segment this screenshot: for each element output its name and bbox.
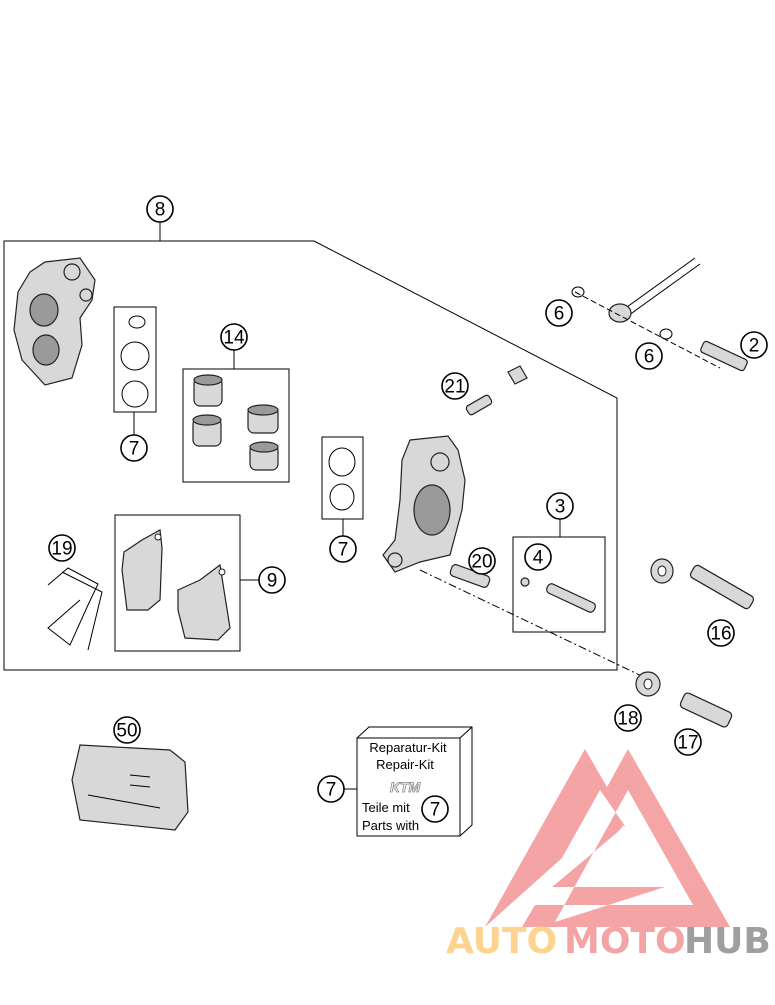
callout-6-lower: 6 (635, 342, 663, 370)
grease-pack (71, 744, 189, 831)
svg-text:18: 18 (617, 709, 638, 730)
svg-text:19: 19 (51, 539, 72, 560)
repair-kit-box: Reparatur-Kit Repair-Kit KTM Teile mit P… (344, 726, 473, 837)
svg-text:4: 4 (533, 548, 544, 569)
watermark-moto: MOTO (564, 921, 686, 962)
watermark-triangle-icon (485, 749, 730, 927)
callout-4: 4 (524, 543, 552, 571)
callout-7-left: 7 (120, 434, 148, 462)
svg-text:2: 2 (749, 336, 760, 357)
svg-text:8: 8 (155, 200, 166, 221)
callout-20: 20 (468, 547, 496, 575)
callout-7-kit: 7 (317, 775, 345, 803)
pad-pin (520, 577, 596, 613)
svg-text:7: 7 (338, 540, 349, 561)
pad-spring (47, 567, 103, 651)
svg-text:6: 6 (554, 304, 565, 325)
svg-text:21: 21 (444, 377, 465, 398)
svg-text:7: 7 (430, 800, 441, 821)
brake-caliper-left (13, 257, 96, 386)
bleeder-valve (465, 365, 528, 416)
brake-pads (121, 529, 231, 641)
pistons (192, 374, 279, 471)
callout-9: 9 (258, 566, 286, 594)
kit-label-de: Reparatur-Kit (369, 740, 447, 755)
seal-kit-middle (328, 447, 356, 511)
svg-text:6: 6 (644, 347, 655, 368)
watermark-logo: AUTO MOTO HUB (446, 749, 771, 962)
callout-6-upper: 6 (545, 299, 573, 327)
kit-label-en: Repair-Kit (376, 757, 434, 772)
svg-text:7: 7 (326, 780, 337, 801)
svg-text:9: 9 (267, 571, 278, 592)
svg-text:14: 14 (223, 328, 245, 349)
kit-parts-en: Parts with (362, 818, 419, 833)
kit-parts-de: Teile mit (362, 800, 410, 815)
svg-text:20: 20 (471, 552, 492, 573)
callout-3: 3 (546, 492, 574, 520)
brake-caliper-right (382, 435, 466, 573)
brake-pad-box (114, 514, 241, 652)
callout-50: 50 (113, 716, 141, 744)
callout-21: 21 (441, 372, 469, 400)
watermark-hub: HUB (684, 921, 771, 962)
callout-18: 18 (614, 704, 642, 732)
seal-box-middle (321, 436, 364, 520)
svg-text:3: 3 (555, 497, 566, 518)
callout-2: 2 (740, 331, 768, 359)
callout-14: 14 (220, 323, 248, 351)
callout-19: 19 (48, 534, 76, 562)
watermark-auto: AUTO (446, 921, 557, 962)
svg-text:17: 17 (677, 733, 698, 754)
callout-17: 17 (674, 728, 702, 756)
seal-kit-left (120, 315, 150, 408)
assembly-outline (3, 240, 618, 671)
pin-box (512, 536, 606, 633)
svg-text:50: 50 (116, 721, 137, 742)
svg-text:7: 7 (129, 439, 140, 460)
seal-box-left (113, 306, 157, 413)
ktm-logo: KTM (390, 779, 421, 795)
callout-7-kit-inner: 7 (421, 795, 449, 823)
callout-16: 16 (707, 619, 735, 647)
brake-line (571, 257, 748, 372)
piston-box (182, 368, 290, 483)
callout-8: 8 (146, 195, 174, 223)
svg-text:16: 16 (710, 624, 731, 645)
bolts-right (635, 558, 755, 728)
callout-7-middle: 7 (329, 535, 357, 563)
